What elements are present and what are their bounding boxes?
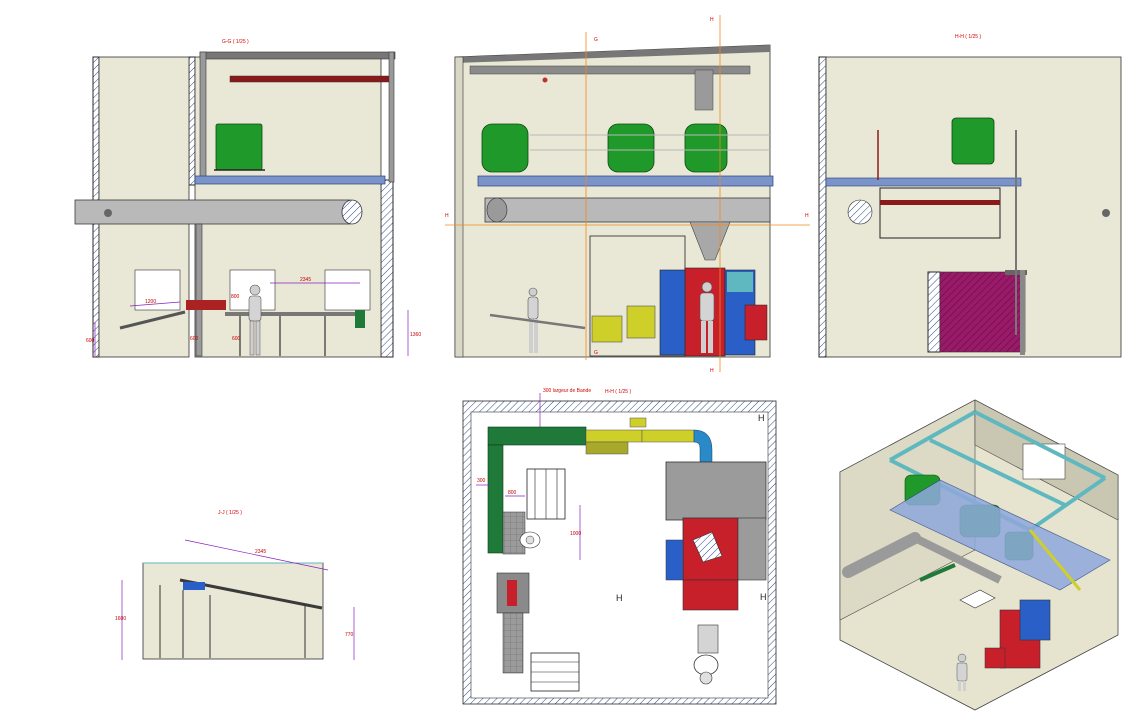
human-figure-icon <box>519 531 541 549</box>
roof-ff <box>455 45 770 63</box>
dim-2345: 2345 <box>300 277 311 283</box>
duct-horizontal <box>74 199 351 225</box>
human-figure-icon <box>699 281 715 353</box>
dim-800-plan: 800 <box>508 490 517 496</box>
monorail <box>469 65 751 75</box>
green-conveyor-top <box>487 426 587 446</box>
frame-hh <box>879 187 1001 239</box>
view-ff: G G H H H H <box>445 15 810 374</box>
marker-h-left: H <box>445 213 449 219</box>
work-table <box>225 312 355 316</box>
roller-conveyor <box>502 612 524 674</box>
marker-h-right: H <box>805 213 809 219</box>
section-marker-icon: H <box>616 593 623 603</box>
dim-2345-jj: 2345 <box>255 549 266 555</box>
blue-cabinet-1 <box>659 269 689 356</box>
iso-stairs <box>1028 529 1082 591</box>
pallet-icon <box>959 589 996 609</box>
dim-600b: 600 <box>190 336 199 342</box>
yellow-conveyor <box>585 429 643 443</box>
red-rail <box>229 75 391 83</box>
yellow-block-2 <box>626 305 656 339</box>
iso-duct <box>842 532 921 578</box>
dim-600c: 600 <box>232 336 241 342</box>
hoist <box>694 69 714 111</box>
bulk-bag-2 <box>607 123 655 173</box>
marker-h-bottom: H <box>710 368 714 374</box>
dim-300-plan: 300 <box>477 478 486 484</box>
platform-hh <box>825 177 1022 187</box>
iso-window <box>1022 443 1066 480</box>
section-marker-icon: H <box>758 413 765 423</box>
human-figure-icon <box>693 624 719 685</box>
machine-housing <box>665 461 767 521</box>
hopper-leg <box>195 223 203 357</box>
view-jj: J-J ( 1/25 ) 2345 1600 770 <box>115 510 355 660</box>
dim-770: 770 <box>345 632 354 638</box>
conveyor-ff <box>489 313 586 330</box>
human-figure-icon <box>527 287 539 353</box>
human-figure-icon <box>956 653 968 691</box>
window-1 <box>134 269 181 311</box>
dim-800: 800 <box>231 294 240 300</box>
column-left <box>199 51 207 183</box>
right-wall <box>380 179 394 358</box>
red-feeder <box>186 300 226 310</box>
marker-h-top: H <box>710 17 714 23</box>
marker-g-bottom: G <box>594 350 598 356</box>
section-marker-icon: H <box>760 592 767 602</box>
belt-width-note: 300 largeur de Bande <box>543 388 591 394</box>
room-jj <box>142 562 324 660</box>
view-hh: H-H ( 1/25 ) <box>818 34 1122 358</box>
pallet-icon <box>530 652 580 692</box>
platform-ff <box>477 175 774 187</box>
dim-1200: 1200 <box>145 299 156 305</box>
marker-g-top: G <box>594 37 598 43</box>
human-figure-icon <box>248 284 262 356</box>
view-gg-title: G-G ( 1/25 ) <box>222 39 249 45</box>
left-wall-hh <box>818 56 827 358</box>
view-iso <box>839 399 1119 711</box>
pallet-icon <box>526 468 566 520</box>
duct-hh <box>847 199 873 225</box>
bulk-bag-1 <box>481 123 529 173</box>
window-3 <box>324 269 371 311</box>
top-beam <box>199 51 396 60</box>
dim-1360: 1360 <box>410 332 421 338</box>
magenta-machine <box>939 271 1026 353</box>
platform-deck <box>194 175 386 185</box>
view-gg: G-G ( 1/25 ) <box>74 39 421 358</box>
yellow-block-1 <box>591 315 623 343</box>
bulk-bag <box>215 123 263 171</box>
green-conveyor-left <box>487 444 504 554</box>
grid-table <box>502 511 526 555</box>
view-plan: H-H ( 1/25 ) 300 largeur de Bande <box>462 388 777 705</box>
duct-port <box>104 209 112 217</box>
iso-conveyor <box>919 563 956 582</box>
iso-platform <box>889 479 1111 591</box>
bulk-bag-3 <box>684 123 728 173</box>
duct-ff <box>484 197 771 223</box>
dim-600a: 600 <box>86 338 95 344</box>
incline-conveyor <box>119 310 186 330</box>
column-right <box>388 51 395 183</box>
view-plan-title: H-H ( 1/25 ) <box>605 389 631 395</box>
view-jj-title: J-J ( 1/25 ) <box>218 510 242 516</box>
hatched-block <box>927 271 941 353</box>
view-hh-title: H-H ( 1/25 ) <box>955 34 981 40</box>
bulk-bag-hh <box>951 117 995 165</box>
dim-1600: 1600 <box>115 616 126 622</box>
dim-1000-plan: 1000 <box>570 531 581 537</box>
green-box <box>355 310 365 328</box>
partition-wall <box>188 56 196 186</box>
duct-end <box>341 199 363 225</box>
